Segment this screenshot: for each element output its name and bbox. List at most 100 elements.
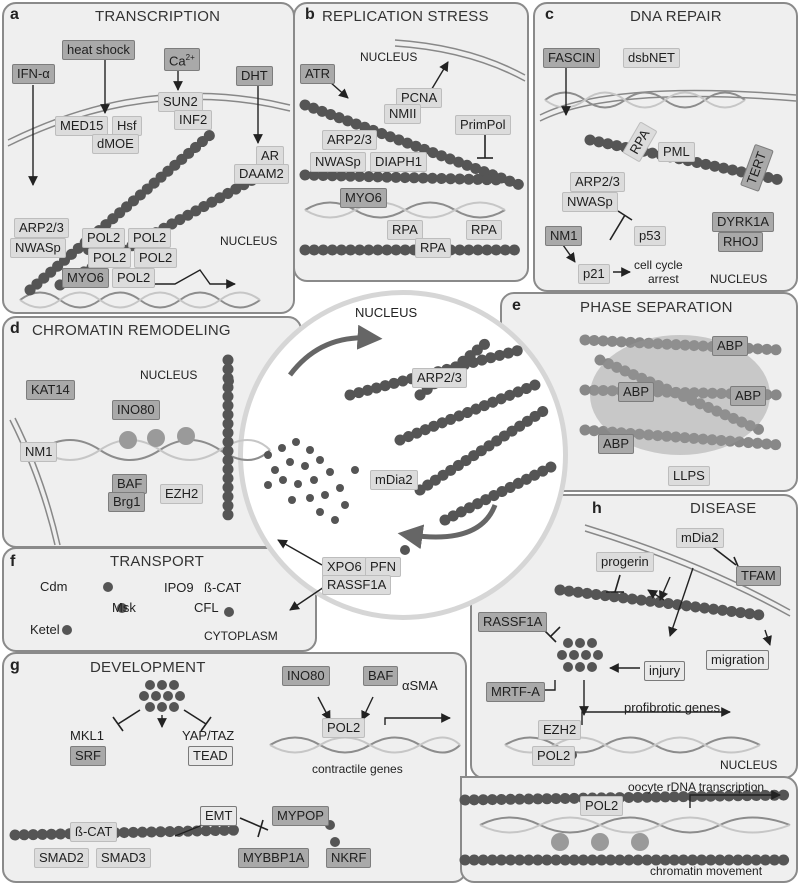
label-nwasp-a: NWASp [10,238,66,258]
label-nucleus-h: NUCLEUS [720,758,777,772]
label-chromatin-movement: chromatin movement [650,864,762,878]
label-rassf1a-center: RASSF1A [322,575,391,595]
label-asma: αSMA [402,678,438,693]
label-pol2-a5: POL2 [112,268,155,288]
panel-title-disease: DISEASE [690,500,756,517]
panel-letter-g: g [10,657,20,675]
label-rassf1a-h: RASSF1A [478,612,547,632]
label-p21: p21 [578,264,610,284]
label-rpa-b1: RPA [387,220,423,240]
label-mdia2-center: mDia2 [370,470,418,490]
label-mybbp1a: MYBBP1A [238,848,309,868]
label-ifn-alpha: IFN-α [12,64,55,84]
label-kat14: KAT14 [26,380,75,400]
panel-letter-f: f [10,553,15,571]
label-ino80-g: INO80 [282,666,330,686]
label-nucleus-d: NUCLEUS [140,368,197,382]
label-myo6-a: MYO6 [62,268,109,288]
label-diaph1: DIAPH1 [370,152,427,172]
label-ezh2-h: EZH2 [538,720,581,740]
label-injury: injury [644,661,685,681]
label-baf-d: BAF [112,474,147,494]
label-progerin: progerin [596,552,654,572]
label-pol2-a1: POL2 [82,228,125,248]
label-pfn: PFN [365,557,401,577]
label-pml: PML [658,142,695,162]
panel-letter-b: b [305,6,315,24]
panel-letter-c: c [545,6,554,24]
label-nucleus-center: NUCLEUS [355,305,417,320]
label-cytoplasm: CYTOPLASM [204,629,278,643]
label-nucleus-b: NUCLEUS [360,50,417,64]
label-myo6-b: MYO6 [340,188,387,208]
label-oocyte: oocyte rDNA transcription [628,780,764,794]
label-migration: migration [706,650,769,670]
label-inf2: INF2 [174,110,212,130]
label-yaptaz: YAP/TAZ [182,728,234,743]
label-pol2-a4: POL2 [134,248,177,268]
panel-title-transport: TRANSPORT [110,553,204,570]
label-brg1: Brg1 [108,492,145,512]
label-mypop: MYPOP [272,806,329,826]
label-abp-3: ABP [730,386,766,406]
label-mkl1: MKL1 [70,728,104,743]
label-ca2: Ca2+ [164,48,200,71]
panel-title-transcription: TRANSCRIPTION [95,8,220,25]
panel-letter-d: d [10,320,20,338]
label-mdia2-h: mDia2 [676,528,724,548]
label-dyrk1a: DYRK1A [712,212,774,232]
label-contractile: contractile genes [312,762,403,776]
label-ezh2-d: EZH2 [160,484,203,504]
label-rhoj: RHOJ [718,232,763,252]
label-arp23-center: ARP2/3 [412,368,467,388]
label-cell-cycle: cell cycle [634,258,683,272]
label-smad3: SMAD3 [96,848,151,868]
label-abp-2: ABP [618,382,654,402]
label-heat-shock: heat shock [62,40,135,60]
label-llps: LLPS [668,466,710,486]
label-pol2-a3: POL2 [88,248,131,268]
label-rpa-b2: RPA [466,220,502,240]
label-p53: p53 [634,226,666,246]
label-arp23-a: ARP2/3 [14,218,69,238]
label-abp-4: ABP [598,434,634,454]
label-dmoe: dMOE [92,134,139,154]
label-pol2-rdna: POL2 [580,796,623,816]
label-arrest: arrest [648,272,679,286]
label-daam2: DAAM2 [234,164,289,184]
label-cdm: Cdm [40,579,67,594]
label-primpol: PrimPol [455,115,511,135]
label-nm1-c: NM1 [545,226,582,246]
label-nmii: NMII [384,104,421,124]
label-emt: EMT [200,806,237,826]
label-dsbnet: dsbNET [623,48,680,68]
label-atr: ATR [300,64,335,84]
label-fascin: FASCIN [543,48,600,68]
panel-title-replication: REPLICATION STRESS [322,8,489,25]
label-mrtfa: MRTF-A [486,682,545,702]
label-ketel: Ketel [30,622,60,637]
label-xpo6: XPO6 [322,557,367,577]
label-baf-g: BAF [363,666,398,686]
label-nwasp-c: NWASp [562,192,618,212]
label-pol2-a2: POL2 [128,228,171,248]
label-cfl: CFL [194,600,219,615]
label-smad2: SMAD2 [34,848,89,868]
g-actin-monomers [264,438,359,524]
panel-letter-e: e [512,297,521,315]
label-med15: MED15 [55,116,108,136]
label-srf: SRF [70,746,106,766]
label-nm1-d: NM1 [20,442,57,462]
label-nwasp-b: NWASp [310,152,366,172]
panel-letter-h: h [592,500,602,518]
label-ino80-d: INO80 [112,400,160,420]
label-sun2: SUN2 [158,92,203,112]
label-hsf: Hsf [112,116,142,136]
panel-letter-a: a [10,6,19,24]
label-nucleus-a: NUCLEUS [220,234,277,248]
label-nkrf: NKRF [326,848,371,868]
panel-title-development: DEVELOPMENT [90,659,206,676]
label-rpa-b3: RPA [415,238,451,258]
label-pol2-g: POL2 [322,718,365,738]
panel-title-dna-repair: DNA REPAIR [630,8,722,25]
